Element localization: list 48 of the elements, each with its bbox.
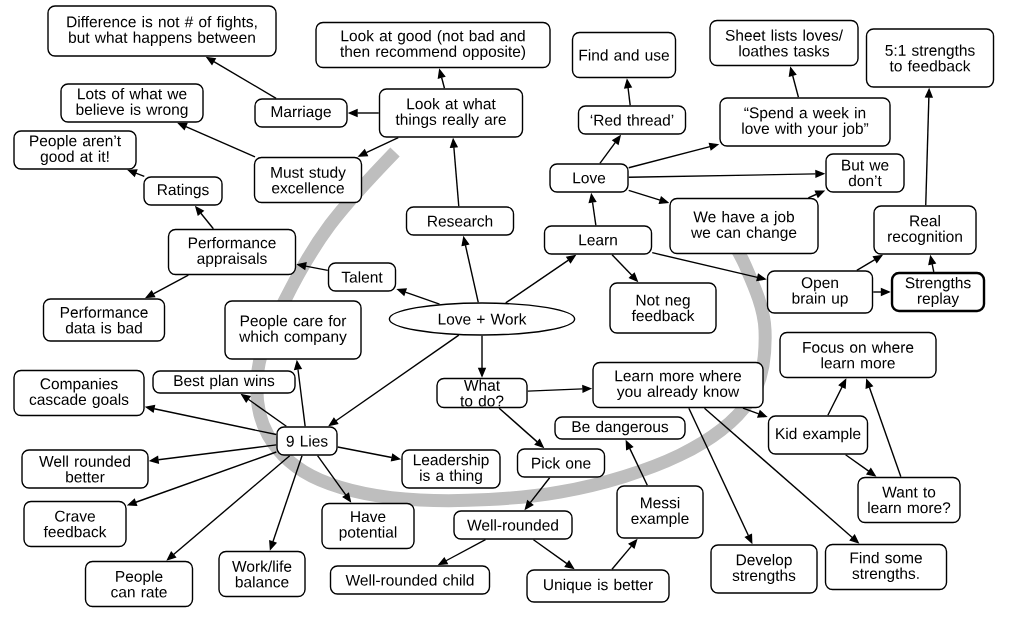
topic-box: Be dangerous xyxy=(554,416,686,440)
topic-box: Work/life balance xyxy=(218,550,306,598)
topic-box: “Spend a week in love with your job” xyxy=(719,97,891,147)
topic-box: Leadership is a thing xyxy=(401,449,501,489)
topic-box: 9 Lies xyxy=(276,426,338,456)
topic-box: People can rate xyxy=(84,560,194,608)
topic-box: Well-rounded xyxy=(453,510,573,540)
topic-box: Lots of what we believe is wrong xyxy=(60,83,204,123)
topic-box: Focus on where learn more xyxy=(779,331,937,379)
topic-box: Companies cascade goals xyxy=(13,369,145,417)
topic-box: Messi example xyxy=(616,485,704,539)
topic-box: Well rounded better xyxy=(21,449,149,489)
topic-box: What to do? xyxy=(436,377,528,409)
topic-box: Performance data is bad xyxy=(42,298,166,342)
topic-box: Want to learn more? xyxy=(857,476,961,524)
topic-box: Must study excellence xyxy=(253,156,363,204)
topic-box: But we don’t xyxy=(825,153,905,193)
topic-box: Look at good (not bad and then recommend opposite) xyxy=(315,21,551,69)
topic-box: Learn more where you already know xyxy=(592,361,764,409)
topic-box: Strengths replay xyxy=(890,271,986,313)
topic-box: Sheet lists loves/ loathes tasks xyxy=(709,19,859,67)
topic-box: Crave feedback xyxy=(23,500,127,548)
topic-box: Unique is better xyxy=(526,569,670,603)
topic-box: Have potential xyxy=(321,502,415,550)
topic-box: Develop strengths xyxy=(710,544,818,594)
topic-box: Kid example xyxy=(767,415,869,455)
topic-box: Not neg feedback xyxy=(609,282,717,334)
topic-box: Difference is not # of fights, but what happens between xyxy=(47,5,277,57)
topic-box: Research xyxy=(405,206,515,236)
topic-box: Performance appraisals xyxy=(167,228,297,276)
topic-box: ‘Red thread’ xyxy=(577,105,687,135)
topic-box: Well-rounded child xyxy=(329,565,491,595)
topic-box: People care for which company xyxy=(224,300,362,360)
topic-box: Learn xyxy=(543,225,653,255)
topic-box: 5:1 strengths to feedback xyxy=(865,28,995,88)
topic-box: We have a job we can change xyxy=(669,197,819,255)
topic-box: Love xyxy=(549,163,629,193)
topic-box: Ratings xyxy=(143,176,223,206)
topic-box: Look at what things really are xyxy=(378,88,524,138)
topic-box: Best plan wins xyxy=(152,370,296,394)
topic-box: Pick one xyxy=(516,448,606,478)
topic-box: Talent xyxy=(327,262,397,292)
topic-box: People aren’t good at it! xyxy=(13,130,137,170)
topic-box: Find and use xyxy=(571,31,677,79)
topic-box: Open brain up xyxy=(766,270,874,314)
topic-box: Find some strengths. xyxy=(824,543,948,591)
topic-box: Real recognition xyxy=(873,205,977,255)
topic-box: Marriage xyxy=(254,98,348,128)
